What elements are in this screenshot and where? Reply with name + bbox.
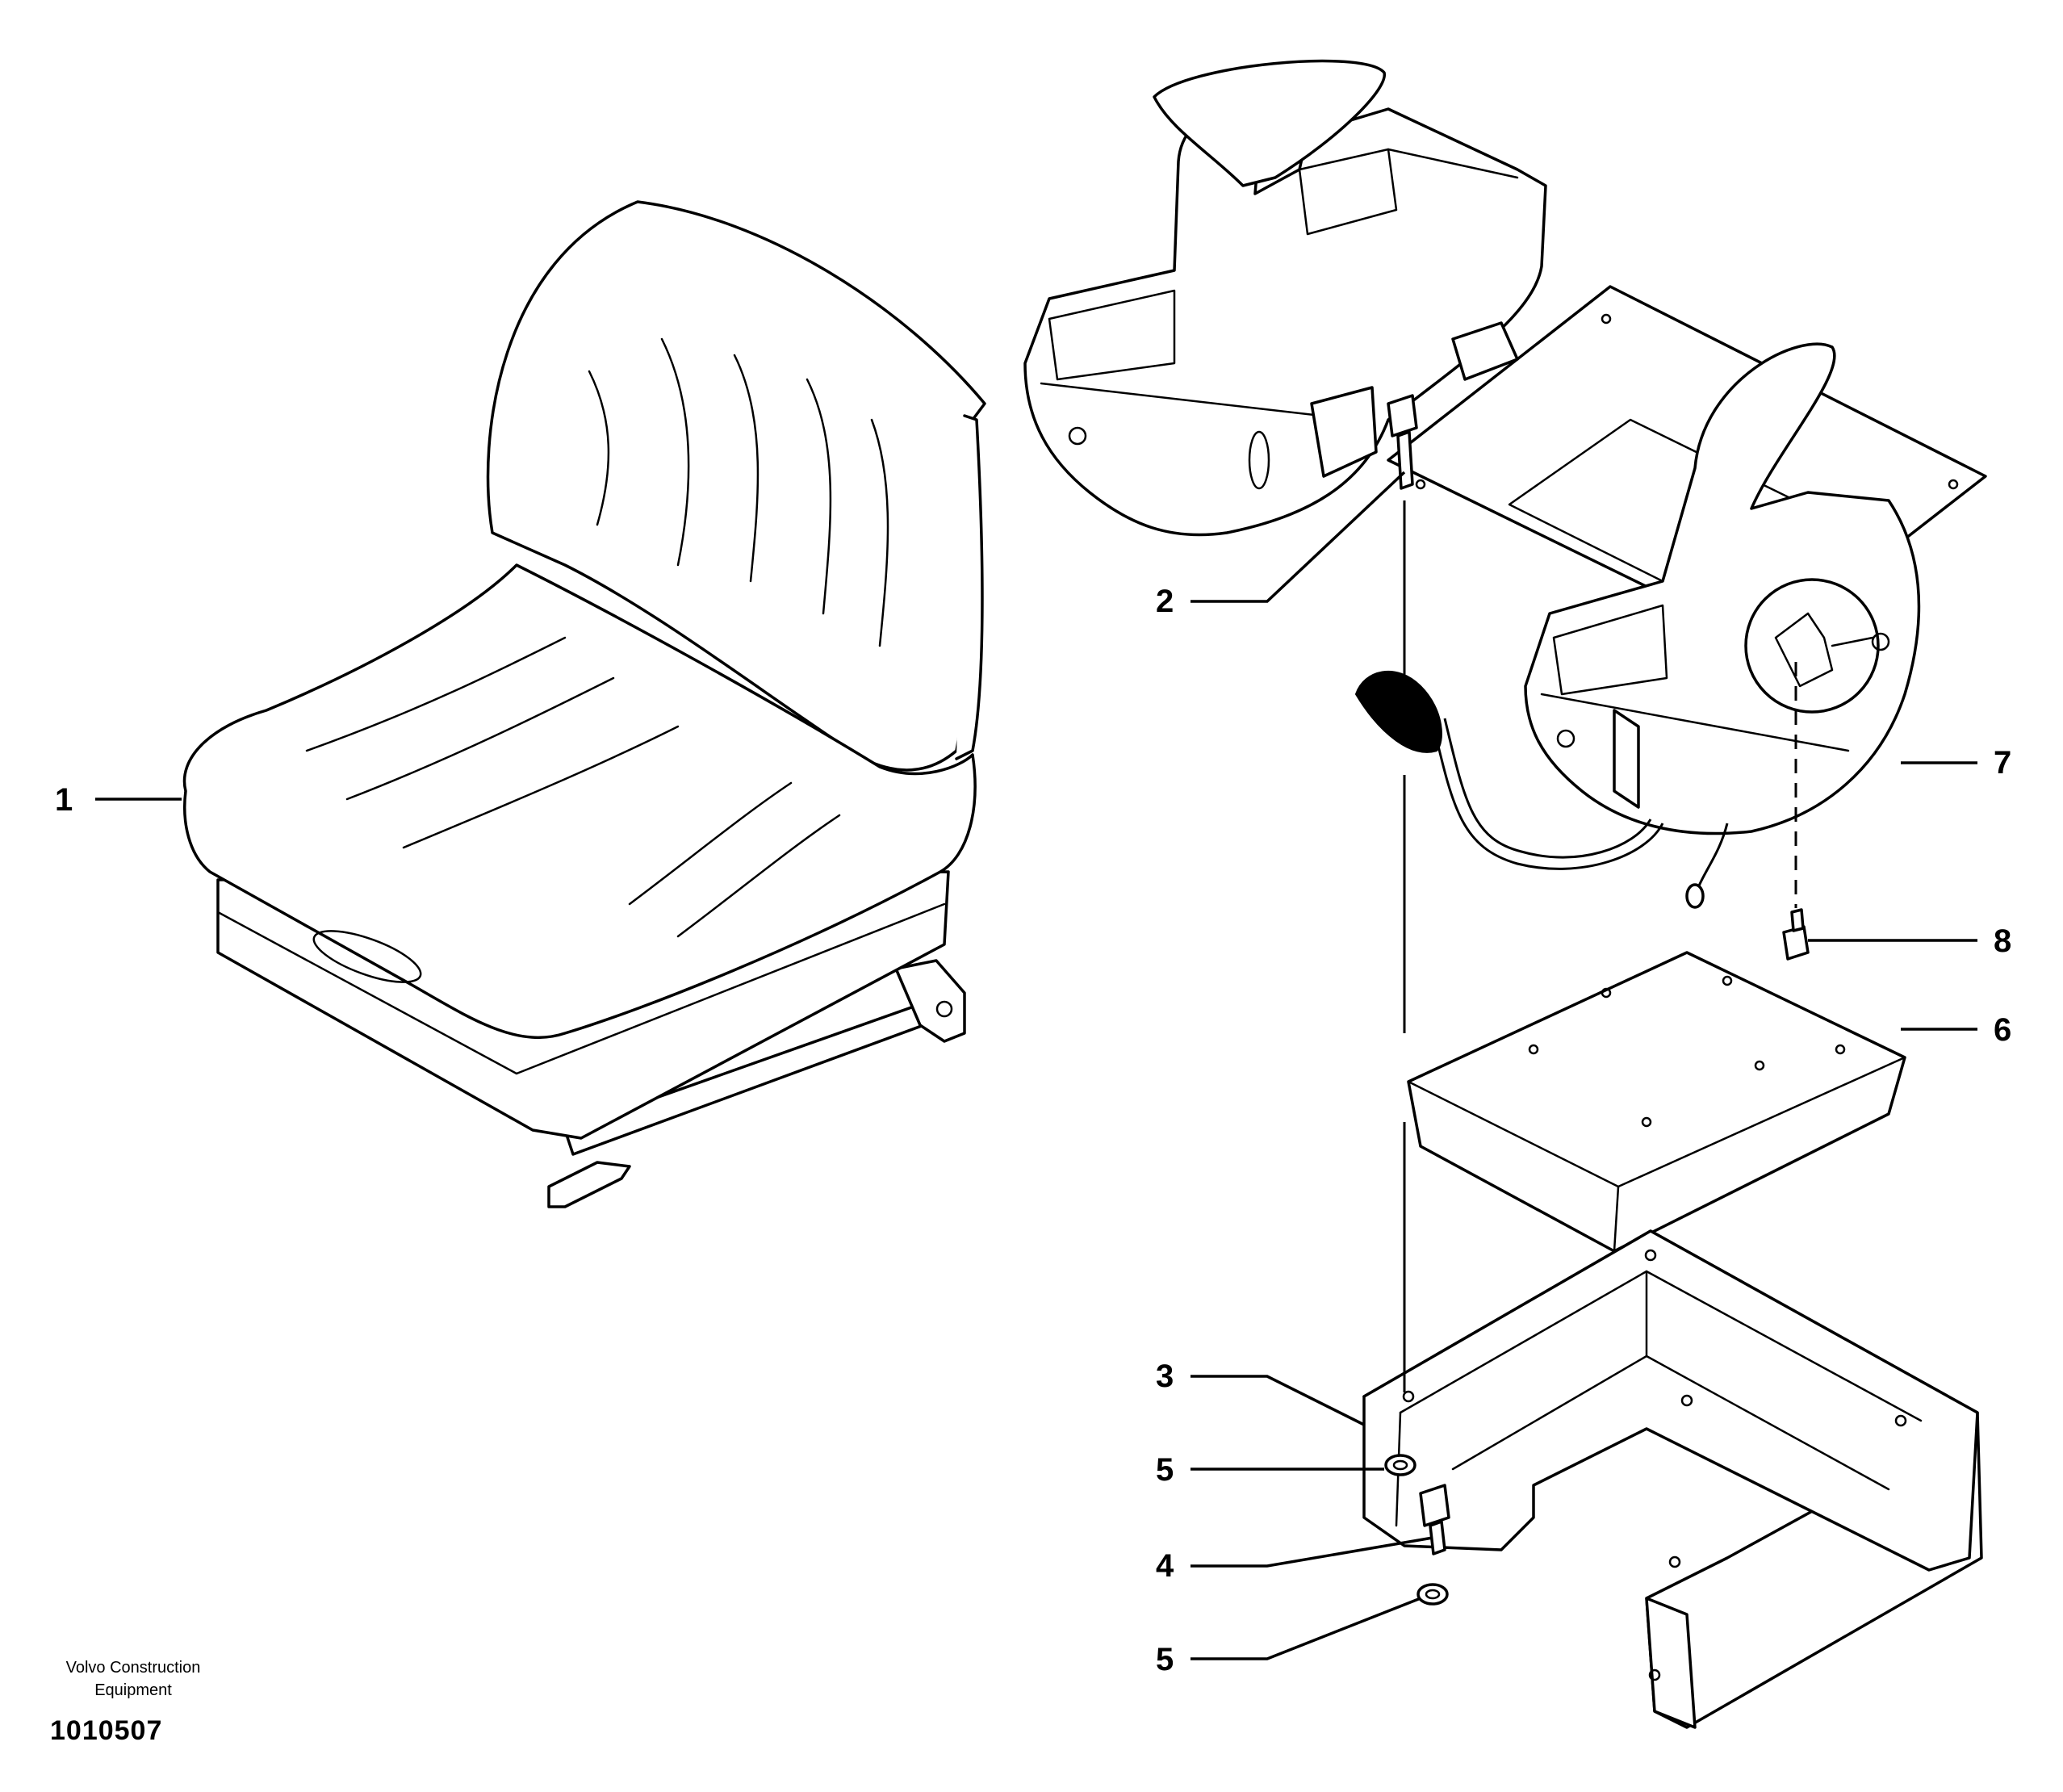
brand-line-2: Equipment — [94, 1681, 172, 1699]
callout-6: 6 — [1994, 1012, 2011, 1048]
callout-5-upper: 5 — [1156, 1452, 1174, 1488]
seat-stand — [1362, 1229, 1983, 1729]
bolt-8 — [1782, 908, 1810, 961]
callout-1: 1 — [55, 782, 73, 818]
assembly-center-lines — [1403, 500, 1797, 1392]
callout-4: 4 — [1156, 1548, 1174, 1584]
nut-5-lower — [1416, 1583, 1449, 1606]
callout-5-lower: 5 — [1156, 1642, 1174, 1677]
bolt-4 — [1419, 1484, 1450, 1555]
operator-seat — [182, 200, 986, 1208]
brand-line-1: Volvo Construction — [66, 1659, 201, 1677]
callout-3: 3 — [1156, 1359, 1174, 1394]
callout-numbers: 1 2 3 4 5 5 6 7 8 — [55, 584, 2011, 1677]
nut-5-upper — [1384, 1454, 1416, 1476]
footer: Volvo Construction Equipment 1010507 — [50, 1659, 200, 1746]
callout-7: 7 — [1994, 745, 2011, 781]
cushion-pad — [1407, 951, 1906, 1253]
control-consoles — [1023, 59, 1987, 909]
callout-8: 8 — [1994, 923, 2011, 959]
leader-lines — [95, 471, 1977, 1660]
callout-2: 2 — [1156, 584, 1174, 619]
document-number: 1010507 — [50, 1715, 162, 1746]
